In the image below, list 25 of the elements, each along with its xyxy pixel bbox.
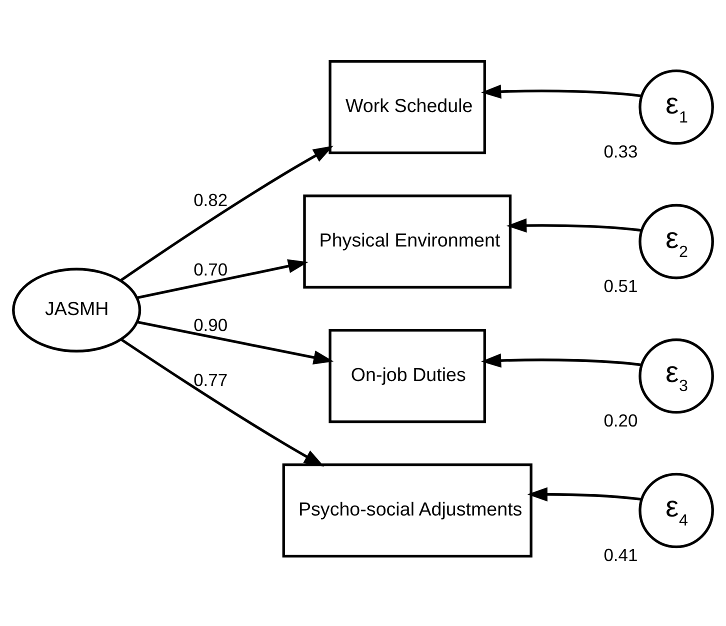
node-circle: ε$_{2}$ [638, 203, 714, 279]
edge-label: 0.90 [194, 314, 228, 334]
arrow [480, 84, 642, 98]
node-label: 0.33 [604, 140, 638, 161]
node-label: 0.51 [604, 275, 638, 296]
arrow [506, 218, 642, 232]
node-box: Psycho-social Adjustments [282, 462, 532, 558]
arrow [480, 353, 642, 368]
node-circle: ε$_{3}$ [638, 338, 714, 414]
node-box: Work Schedule [328, 60, 486, 154]
arrow [120, 338, 324, 466]
node-box: On-job Duties [328, 328, 486, 423]
node-ellipse: JASMH [12, 267, 142, 352]
arrow [527, 486, 642, 501]
edge-label: 0.82 [194, 189, 228, 210]
arrow [120, 145, 334, 282]
arrow [137, 320, 334, 364]
node-label: 0.20 [604, 410, 638, 430]
node-label: 0.41 [604, 544, 638, 564]
node-box: Physical Environment [303, 194, 512, 288]
edge-label: 0.77 [194, 369, 228, 390]
edge-label: 0.70 [194, 259, 228, 280]
node-circle: ε$_{1}$ [638, 68, 714, 144]
node-circle: ε$_{4}$ [638, 472, 714, 548]
arrow [136, 258, 308, 299]
